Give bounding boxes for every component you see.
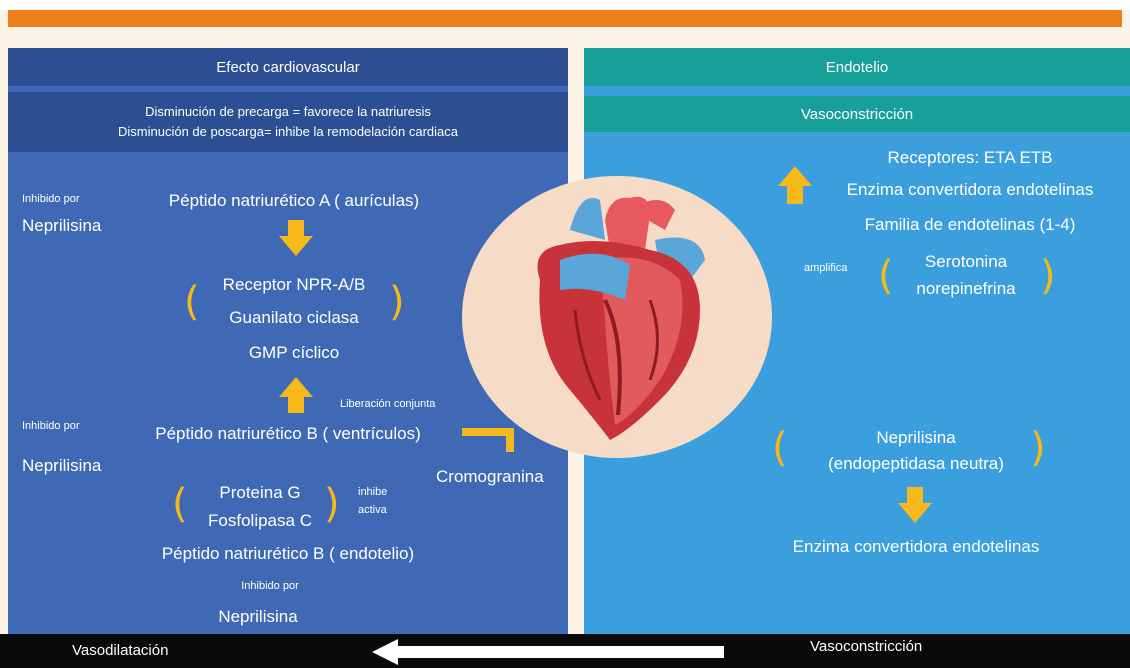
heart-icon [500, 190, 740, 450]
arrow-up-icon-right [778, 166, 812, 204]
neprilisina-right: Neprilisina [876, 428, 955, 448]
neprilisina-label-2: Neprilisina [22, 456, 101, 476]
right-subtitle: Vasoconstricción [584, 96, 1130, 132]
peptide-b-ventriculos: Péptido natriurético B ( ventrículos) [155, 424, 421, 444]
neprilisina-label-3: Neprilisina [218, 607, 297, 627]
serotonina: Serotonina [925, 252, 1007, 272]
accent-bar [8, 10, 1122, 27]
cromogranina: Cromogranina [436, 467, 544, 487]
arrow-up-icon [279, 377, 313, 413]
guanilato-ciclasa: Guanilato ciclasa [229, 308, 358, 328]
proteina-g: Proteina G [219, 483, 300, 503]
left-bracket-icon: ( [184, 282, 200, 322]
right-title: Endotelio [584, 48, 1130, 86]
peptide-b-endotelio: Péptido natriurético B ( endotelio) [162, 544, 414, 564]
peptide-a: Péptido natriurético A ( aurículas) [169, 191, 419, 211]
left-bracket-icon-2: ( [172, 484, 188, 524]
inhibited-by-label-1: Inhibido por [22, 193, 80, 205]
right-bracket-icon-2: ) [324, 484, 340, 524]
neprilisina-label-1: Neprilisina [22, 216, 101, 236]
right-bracket-icon-4: ) [1030, 428, 1046, 468]
left-subtitle-line2: Disminución de poscarga= inhibe la remod… [8, 122, 568, 142]
inhibited-by-label-3: Inhibido por [241, 580, 299, 592]
endopeptidasa-neutra: (endopeptidasa neutra) [828, 454, 1004, 474]
vasodilatacion-label: Vasodilatación [72, 642, 168, 659]
left-bracket-icon-3: ( [878, 256, 894, 296]
liberacion-conjunta: Liberación conjunta [340, 398, 435, 410]
elbow-arrow-icon [462, 428, 522, 456]
receptor-npr: Receptor NPR-A/B [223, 275, 366, 295]
activa-label: activa [358, 504, 387, 516]
top-margin [0, 0, 1130, 10]
left-subtitle: Disminución de precarga = favorece la na… [8, 92, 568, 152]
right-bracket-icon-3: ) [1040, 256, 1056, 296]
enzima-convertidora-2: Enzima convertidora endotelinas [793, 537, 1040, 557]
right-bracket-icon: ) [389, 282, 405, 322]
enzima-convertidora-1: Enzima convertidora endotelinas [847, 180, 1094, 200]
left-bracket-icon-4: ( [772, 428, 788, 468]
inhibited-by-label-2: Inhibido por [22, 420, 80, 432]
amplifica-label: amplifica [804, 262, 847, 274]
inhibe-label: inhibe [358, 486, 387, 498]
arrow-left-icon [372, 639, 724, 665]
arrow-down-icon-right [898, 487, 932, 523]
vasoconstriccion-label: Vasoconstricción [810, 638, 922, 655]
norepinefrina: norepinefrina [916, 279, 1015, 299]
gmp-ciclico: GMP cíclico [249, 343, 339, 363]
receptores: Receptores: ETA ETB [887, 148, 1052, 168]
fosfolipasa-c: Fosfolipasa C [208, 511, 312, 531]
header-spacer [8, 27, 1122, 48]
left-title: Efecto cardiovascular [8, 48, 568, 86]
arrow-down-icon [279, 220, 313, 256]
left-subtitle-line1: Disminución de precarga = favorece la na… [8, 102, 568, 122]
familia-endotelinas: Familia de endotelinas (1-4) [865, 215, 1076, 235]
